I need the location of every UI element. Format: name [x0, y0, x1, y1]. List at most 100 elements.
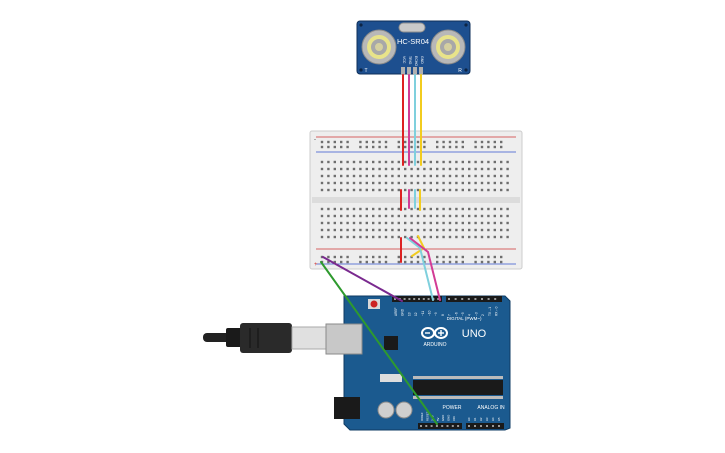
breadboard-hole[interactable]	[448, 207, 452, 211]
breadboard-hole[interactable]	[455, 188, 458, 192]
breadboard-hole[interactable]	[404, 235, 407, 239]
breadboard-hole[interactable]	[461, 235, 464, 239]
breadboard-hole[interactable]	[404, 207, 407, 211]
breadboard-hole[interactable]	[448, 260, 452, 264]
breadboard-hole[interactable]	[455, 160, 458, 164]
breadboard-hole[interactable]	[416, 255, 420, 259]
breadboard-hole[interactable]	[500, 167, 503, 171]
breadboard-hole[interactable]	[461, 174, 464, 178]
breadboard-hole[interactable]	[416, 214, 420, 218]
header-pin[interactable]	[425, 425, 428, 427]
breadboard-hole[interactable]	[468, 167, 471, 171]
breadboard-hole[interactable]	[359, 235, 362, 239]
breadboard-hole[interactable]	[327, 235, 330, 239]
breadboard-hole[interactable]	[461, 207, 464, 211]
breadboard-hole[interactable]	[346, 145, 349, 149]
header-pin[interactable]	[435, 425, 438, 427]
breadboard-hole[interactable]	[468, 160, 471, 164]
breadboard-hole[interactable]	[461, 167, 464, 171]
breadboard-hole[interactable]	[340, 235, 343, 239]
breadboard-hole[interactable]	[320, 188, 324, 192]
breadboard-hole[interactable]	[346, 174, 349, 178]
breadboard-hole[interactable]	[423, 181, 426, 185]
breadboard-hole[interactable]	[442, 255, 445, 259]
header-pin[interactable]	[474, 298, 477, 300]
breadboard-hole[interactable]	[346, 188, 349, 192]
breadboard-hole[interactable]	[455, 207, 458, 211]
breadboard-hole[interactable]	[455, 255, 458, 259]
breadboard-hole[interactable]	[327, 260, 330, 264]
wires[interactable]	[320, 74, 441, 425]
breadboard-hole[interactable]	[487, 214, 490, 218]
breadboard-hole[interactable]	[320, 167, 324, 171]
breadboard-hole[interactable]	[378, 207, 381, 211]
breadboard-hole[interactable]	[487, 260, 490, 264]
breadboard-hole[interactable]	[442, 214, 445, 218]
breadboard-hole[interactable]	[455, 260, 458, 264]
breadboard-hole[interactable]	[327, 214, 330, 218]
breadboard-hole[interactable]	[448, 188, 452, 192]
breadboard-hole[interactable]	[404, 221, 407, 225]
breadboard-hole[interactable]	[506, 174, 509, 178]
breadboard-hole[interactable]	[346, 260, 349, 264]
breadboard-hole[interactable]	[365, 160, 368, 164]
breadboard-hole[interactable]	[327, 255, 330, 259]
header-pin[interactable]	[430, 425, 433, 427]
breadboard-hole[interactable]	[372, 174, 375, 178]
breadboard-hole[interactable]	[480, 145, 484, 149]
breadboard-hole[interactable]	[333, 160, 336, 164]
breadboard-hole[interactable]	[442, 188, 445, 192]
breadboard-hole[interactable]	[468, 174, 471, 178]
wire-to-pin-pink[interactable]	[409, 237, 441, 301]
breadboard-hole[interactable]	[480, 214, 484, 218]
breadboard-hole[interactable]	[359, 214, 362, 218]
breadboard-hole[interactable]	[320, 181, 324, 185]
breadboard-hole[interactable]	[378, 255, 381, 259]
breadboard-hole[interactable]	[352, 160, 356, 164]
breadboard-hole[interactable]	[461, 140, 464, 144]
breadboard-hole[interactable]	[340, 188, 343, 192]
breadboard-hole[interactable]	[448, 174, 452, 178]
breadboard-hole[interactable]	[333, 188, 336, 192]
sensor-pin-header[interactable]	[401, 67, 423, 75]
breadboard-hole[interactable]	[397, 167, 400, 171]
header-pin[interactable]	[486, 425, 488, 427]
header-pin[interactable]	[451, 425, 454, 427]
breadboard-hole[interactable]	[327, 145, 330, 149]
breadboard-hole[interactable]	[506, 188, 509, 192]
breadboard-hole[interactable]	[327, 167, 330, 171]
digital-header-right[interactable]	[446, 296, 502, 302]
breadboard-hole[interactable]	[327, 181, 330, 185]
breadboard-hole[interactable]	[352, 188, 356, 192]
breadboard-hole[interactable]	[468, 207, 471, 211]
header-pin[interactable]	[427, 298, 430, 300]
breadboard-hole[interactable]	[423, 140, 426, 144]
breadboard-hole[interactable]	[410, 228, 413, 232]
breadboard-hole[interactable]	[423, 214, 426, 218]
breadboard-hole[interactable]	[480, 188, 484, 192]
breadboard-hole[interactable]	[506, 235, 509, 239]
breadboard-hole[interactable]	[391, 160, 394, 164]
breadboard-hole[interactable]	[436, 260, 439, 264]
breadboard-hole[interactable]	[416, 260, 420, 264]
breadboard-hole[interactable]	[378, 167, 381, 171]
breadboard-hole[interactable]	[423, 228, 426, 232]
breadboard-hole[interactable]	[468, 214, 471, 218]
breadboard-hole[interactable]	[442, 145, 445, 149]
breadboard-hole[interactable]	[340, 214, 343, 218]
breadboard-hole[interactable]	[352, 207, 356, 211]
breadboard-hole[interactable]	[455, 167, 458, 171]
breadboard-hole[interactable]	[333, 255, 336, 259]
breadboard-hole[interactable]	[372, 255, 375, 259]
breadboard-hole[interactable]	[365, 145, 368, 149]
breadboard-hole[interactable]	[378, 181, 381, 185]
breadboard-hole[interactable]	[500, 181, 503, 185]
header-pin[interactable]	[420, 425, 422, 427]
breadboard-hole[interactable]	[448, 235, 452, 239]
breadboard-hole[interactable]	[327, 221, 330, 225]
breadboard-hole[interactable]	[500, 140, 503, 144]
breadboard-hole[interactable]	[455, 145, 458, 149]
breadboard-hole[interactable]	[378, 235, 381, 239]
breadboard-hole[interactable]	[372, 214, 375, 218]
breadboard-hole[interactable]	[397, 188, 400, 192]
